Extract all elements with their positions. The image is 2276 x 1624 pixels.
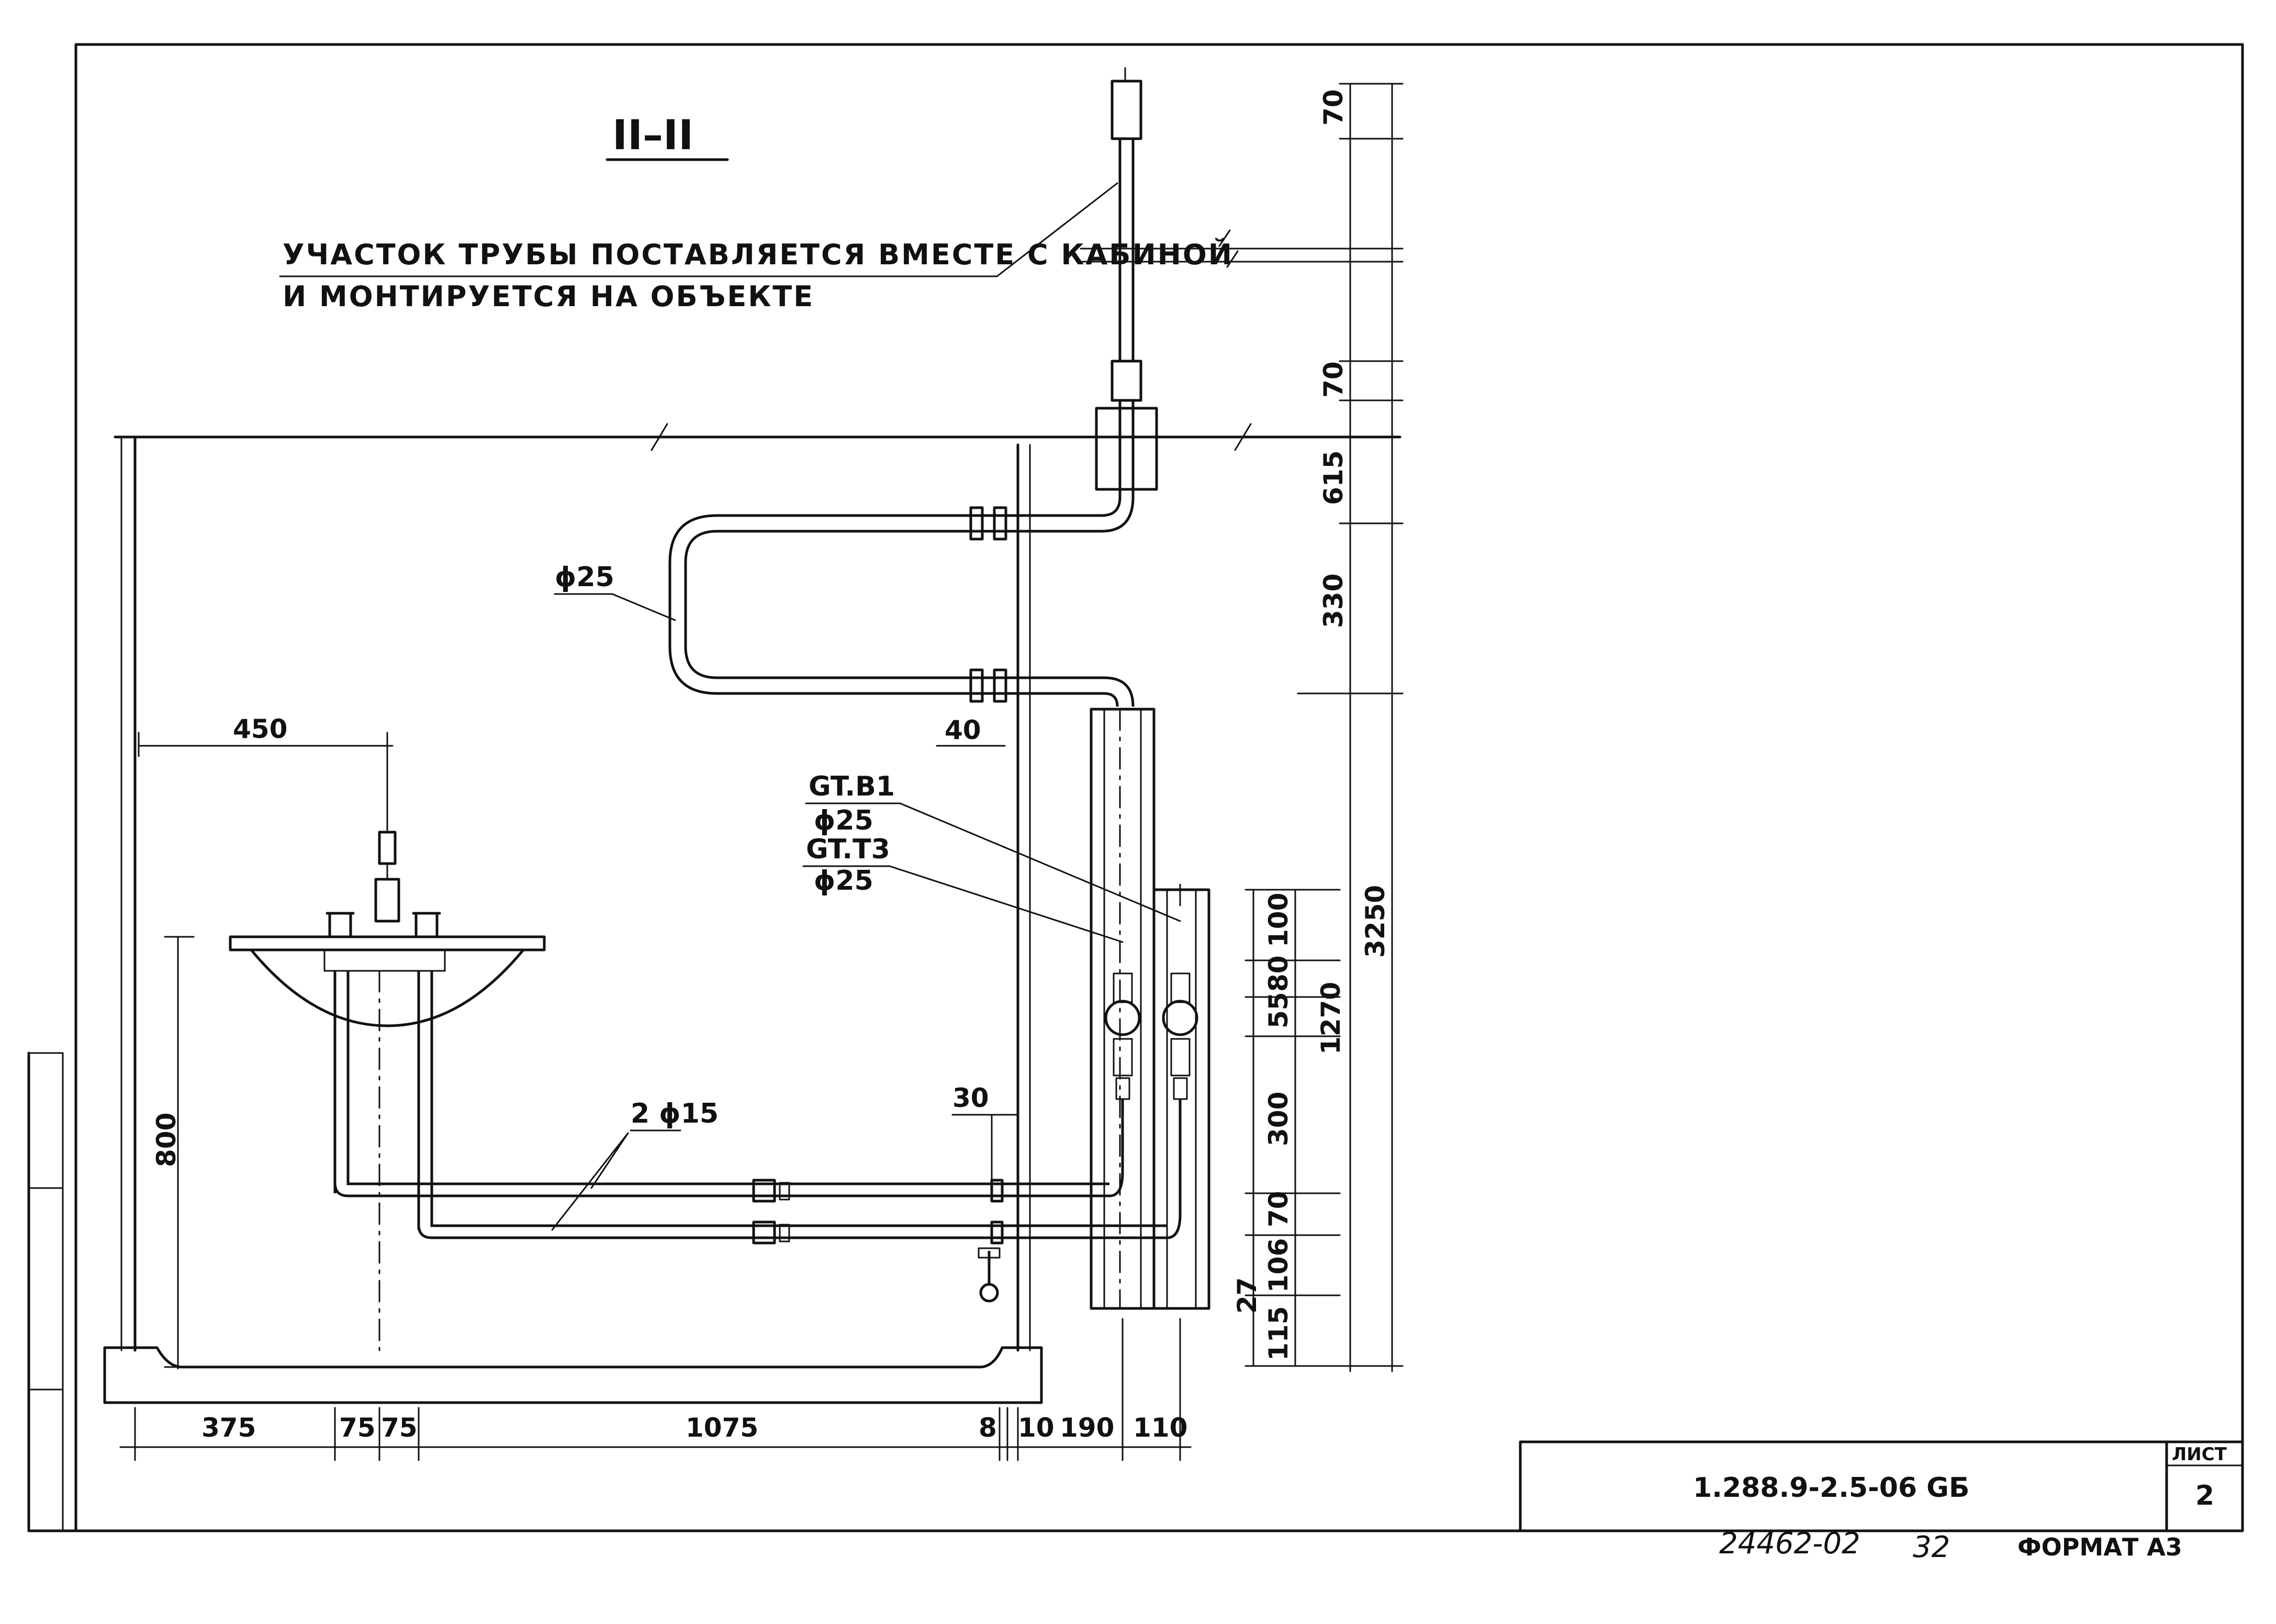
sheet-label: ЛИСТ: [2172, 1444, 2227, 1465]
page-number: 32: [1913, 1530, 1950, 1564]
dim-27: 27: [1232, 1277, 1262, 1314]
dim-10: 10: [1018, 1413, 1055, 1443]
dim-40: 40: [945, 715, 981, 745]
dim-8: 8: [979, 1413, 997, 1443]
dim-330: 330: [1318, 574, 1349, 628]
dim-1270: 1270: [1316, 982, 1346, 1055]
dim-100: 100: [1263, 893, 1294, 947]
dim-300: 300: [1263, 1092, 1294, 1146]
dim-low-70: 70: [1263, 1191, 1294, 1227]
note-line-1: УЧАСТОК ТРУБЫ ПОСТАВЛЯЕТСЯ ВМЕСТЕ С КАБИ…: [283, 238, 1234, 271]
note-line-2: И МОНТИРУЕТСЯ НА ОБЪЕКТЕ: [283, 280, 814, 313]
doc-number: 24462-02: [1719, 1527, 1860, 1561]
format-label: ФОРМАТ А3: [2017, 1533, 2182, 1561]
bottom-dimension-chain: [119, 1318, 1192, 1461]
note-leader: [996, 182, 1118, 277]
dim-3250: 3250: [1360, 885, 1391, 958]
section-title: II–II: [612, 112, 693, 159]
title-block: 1.288.9-2.5-06 GБ ЛИСТ 2: [1519, 1440, 2244, 1532]
sheet-frame: [27, 43, 2244, 1532]
dim-75-a: 75: [339, 1413, 376, 1443]
dim-615: 615: [1318, 451, 1349, 505]
stand-t3-label: GT.T3: [806, 834, 890, 865]
dim-110: 110: [1133, 1413, 1187, 1443]
supply-pipes: [333, 1172, 1182, 1303]
dim-75-b: 75: [381, 1413, 418, 1443]
building-elements: [103, 229, 1404, 1404]
dim-top-70: 70: [1318, 89, 1349, 126]
shaft-risers: [1090, 708, 1210, 1310]
towel-dryer-loop: [668, 506, 1135, 707]
pipe-label-d25: ϕ25: [555, 562, 614, 593]
washbasin: [229, 742, 546, 1351]
stand-t3-diameter: ϕ25: [814, 865, 873, 897]
dim-80: 80: [1263, 955, 1294, 992]
pipe-label-2d15: 2 ϕ15: [631, 1098, 719, 1129]
riser-pipe: [979, 67, 1158, 533]
dim-450: 450: [233, 714, 287, 744]
right-dimension-chain: [1244, 83, 1404, 1372]
dim-106: 106: [1263, 1238, 1294, 1293]
dim-800: 800: [151, 1113, 182, 1167]
dim-mid-70: 70: [1318, 361, 1349, 398]
stand-b1-diameter: ϕ25: [814, 805, 873, 836]
sheet-number: 2: [2195, 1480, 2214, 1511]
stand-b1-label: GT.B1: [809, 771, 895, 802]
left-dimensions: [138, 732, 1019, 1370]
dim-375: 375: [201, 1413, 256, 1443]
dim-1075: 1075: [686, 1413, 758, 1443]
dim-190: 190: [1060, 1413, 1114, 1443]
drawing-code: 1.288.9-2.5-06 GБ: [1693, 1472, 1969, 1504]
dim-30: 30: [952, 1083, 989, 1113]
dim-115: 115: [1263, 1306, 1294, 1361]
dim-55: 55: [1263, 992, 1294, 1028]
